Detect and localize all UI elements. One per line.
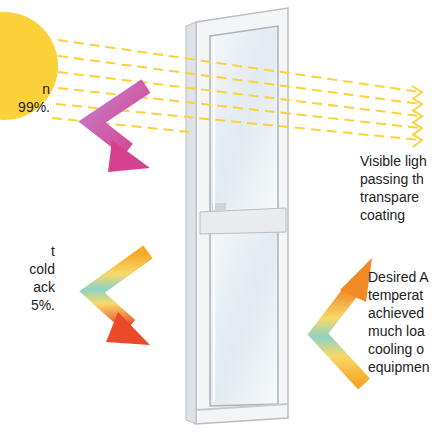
comfort-temperature-arrow <box>318 258 372 384</box>
heat-return-arrow <box>92 252 150 345</box>
sun <box>0 12 58 120</box>
ray-arrowheads <box>412 86 422 147</box>
comfort-temperature-note: Desired A temperat achieved much loa coo… <box>368 268 436 376</box>
reflected-heat-arrow <box>92 86 150 172</box>
visible-light-note: Visible ligh passing th transpare coatin… <box>360 152 436 224</box>
cold-return-note: t cold ack 5%. <box>29 242 55 314</box>
heat-rejection-note: n 99%. <box>18 80 50 116</box>
